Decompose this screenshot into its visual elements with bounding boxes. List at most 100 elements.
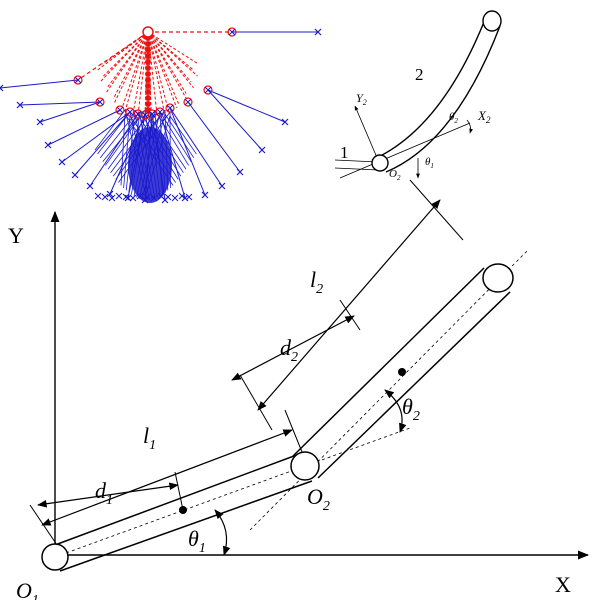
sim-link1-dashed: [147, 31, 194, 89]
inset-link2-label: 2: [415, 65, 424, 84]
circle-cross-marker-icon: [95, 97, 105, 107]
sim-joint-dot: [145, 83, 151, 89]
theta2-label: θ2: [402, 394, 420, 424]
sim-link1-dashed: [106, 31, 149, 89]
sim-joint-dot: [145, 65, 151, 71]
l2-ext-upper: [409, 179, 464, 241]
circle-cross-marker-icon: [147, 109, 157, 119]
sim-link1-dashed: [103, 31, 149, 77]
sim-link2-line: [105, 109, 146, 166]
circle-cross-marker-icon: [148, 110, 156, 118]
l2-dimension-arrow: [257, 199, 441, 411]
x-marker-icon: [108, 194, 116, 202]
joint-o2: [290, 451, 320, 481]
x-axis-label: X: [555, 572, 571, 597]
link2-end-cap: [482, 263, 514, 293]
sim-link2-line: [159, 111, 192, 162]
sim-link2-line: [169, 115, 197, 155]
sim-link2-line: [149, 115, 187, 170]
sim-link2-line: [94, 109, 126, 151]
x-marker-icon: [218, 182, 226, 190]
inset-joint-o2: [371, 154, 389, 172]
theta2-arc: [384, 389, 407, 433]
inset-link1-label: 1: [340, 143, 349, 162]
sim-dense-region: [128, 127, 172, 203]
x-marker-icon: [181, 194, 189, 202]
sim-joint-dot: [145, 89, 151, 95]
x-marker-icon: [71, 171, 79, 179]
x-marker-icon: [0, 84, 4, 92]
x-marker-icon: [94, 192, 102, 200]
d2-label: d2: [280, 335, 298, 365]
sim-link1-dashed: [147, 31, 179, 104]
circle-cross-marker-icon: [74, 76, 82, 84]
sim-link2-line: [154, 109, 189, 166]
circle-cross-marker-icon: [73, 75, 83, 85]
inset-y2-label: Y2: [356, 91, 367, 107]
inset-o2-label: O2: [389, 168, 401, 182]
x-marker-icon: [58, 158, 66, 166]
sim-base-joint: [142, 26, 154, 38]
circle-cross-marker-icon: [203, 85, 213, 95]
d1-ext-right: [174, 471, 184, 511]
inset-link2-upper-edge: [371, 21, 485, 161]
link2-center-of-mass: [398, 368, 406, 376]
theta1-arc: [214, 509, 231, 556]
x-marker-icon: [122, 193, 130, 201]
theta1-label: θ1: [188, 526, 206, 556]
x-marker-icon: [16, 101, 24, 109]
circle-cross-marker-icon: [125, 107, 135, 117]
sim-link1-dashed: [102, 31, 149, 65]
x-marker-icon: [106, 190, 114, 198]
d2-dimension-arrow: [231, 315, 355, 381]
sim-link1-dashed: [132, 31, 149, 115]
inset-link2-end-cap: [482, 10, 502, 32]
sim-link2-line: [123, 115, 131, 189]
sim-joint-dot: [145, 41, 151, 47]
sim-link1-dashed: [147, 31, 166, 115]
sim-link2-line: [61, 111, 131, 163]
x-marker-icon: [86, 182, 94, 190]
sim-link1-dashed: [121, 31, 149, 109]
inset-x2-axis-line: [339, 122, 471, 179]
x-marker-icon: [124, 194, 132, 202]
x-marker-icon: [171, 194, 179, 202]
x-marker-icon: [314, 28, 322, 36]
x-marker-icon: [157, 192, 165, 200]
circle-cross-marker-icon: [166, 104, 174, 112]
x-marker-icon: [185, 193, 193, 201]
sim-link1-dashed: [147, 31, 198, 77]
x-marker-icon: [164, 193, 172, 201]
sim-link2-line: [109, 114, 146, 195]
circle-cross-marker-icon: [115, 105, 125, 115]
inset-y2-axis-arrow: [354, 105, 379, 161]
x-marker-icon: [236, 168, 244, 176]
sim-link2-line: [47, 109, 121, 146]
sim-link2-line: [39, 101, 101, 123]
x-marker-icon: [178, 192, 186, 200]
circle-cross-marker-icon: [141, 111, 149, 119]
circle-cross-marker-icon: [156, 108, 164, 116]
inset-x2-label: X2: [477, 108, 491, 125]
x-marker-icon: [44, 141, 52, 149]
inset-theta2-label: θ2: [449, 111, 458, 125]
x-marker-icon: [281, 118, 289, 126]
circle-cross-marker-icon: [140, 110, 150, 120]
circle-cross-marker-icon: [165, 103, 175, 113]
sim-link1-dashed: [77, 31, 149, 81]
x-marker-icon: [36, 118, 44, 126]
sim-link2-line: [159, 111, 186, 199]
main-diagram: Y X O1 O2 l1 d1 l2 d2 θ1 θ2: [8, 179, 590, 600]
sim-link1-dashed: [113, 31, 149, 104]
sim-link2-line: [207, 89, 263, 151]
circle-cross-marker-icon: [228, 28, 236, 36]
sim-joint-dot: [145, 101, 151, 107]
inset-theta2-arc: [466, 119, 474, 134]
sim-joint-dot: [145, 59, 151, 65]
sim-link2-line: [169, 107, 206, 196]
sim-link1-dashed: [147, 31, 199, 65]
link2-centerline: [249, 249, 529, 531]
sim-link2-line: [0, 79, 79, 89]
circle-cross-marker-icon: [204, 86, 212, 94]
l1-dimension-arrow: [41, 429, 293, 526]
